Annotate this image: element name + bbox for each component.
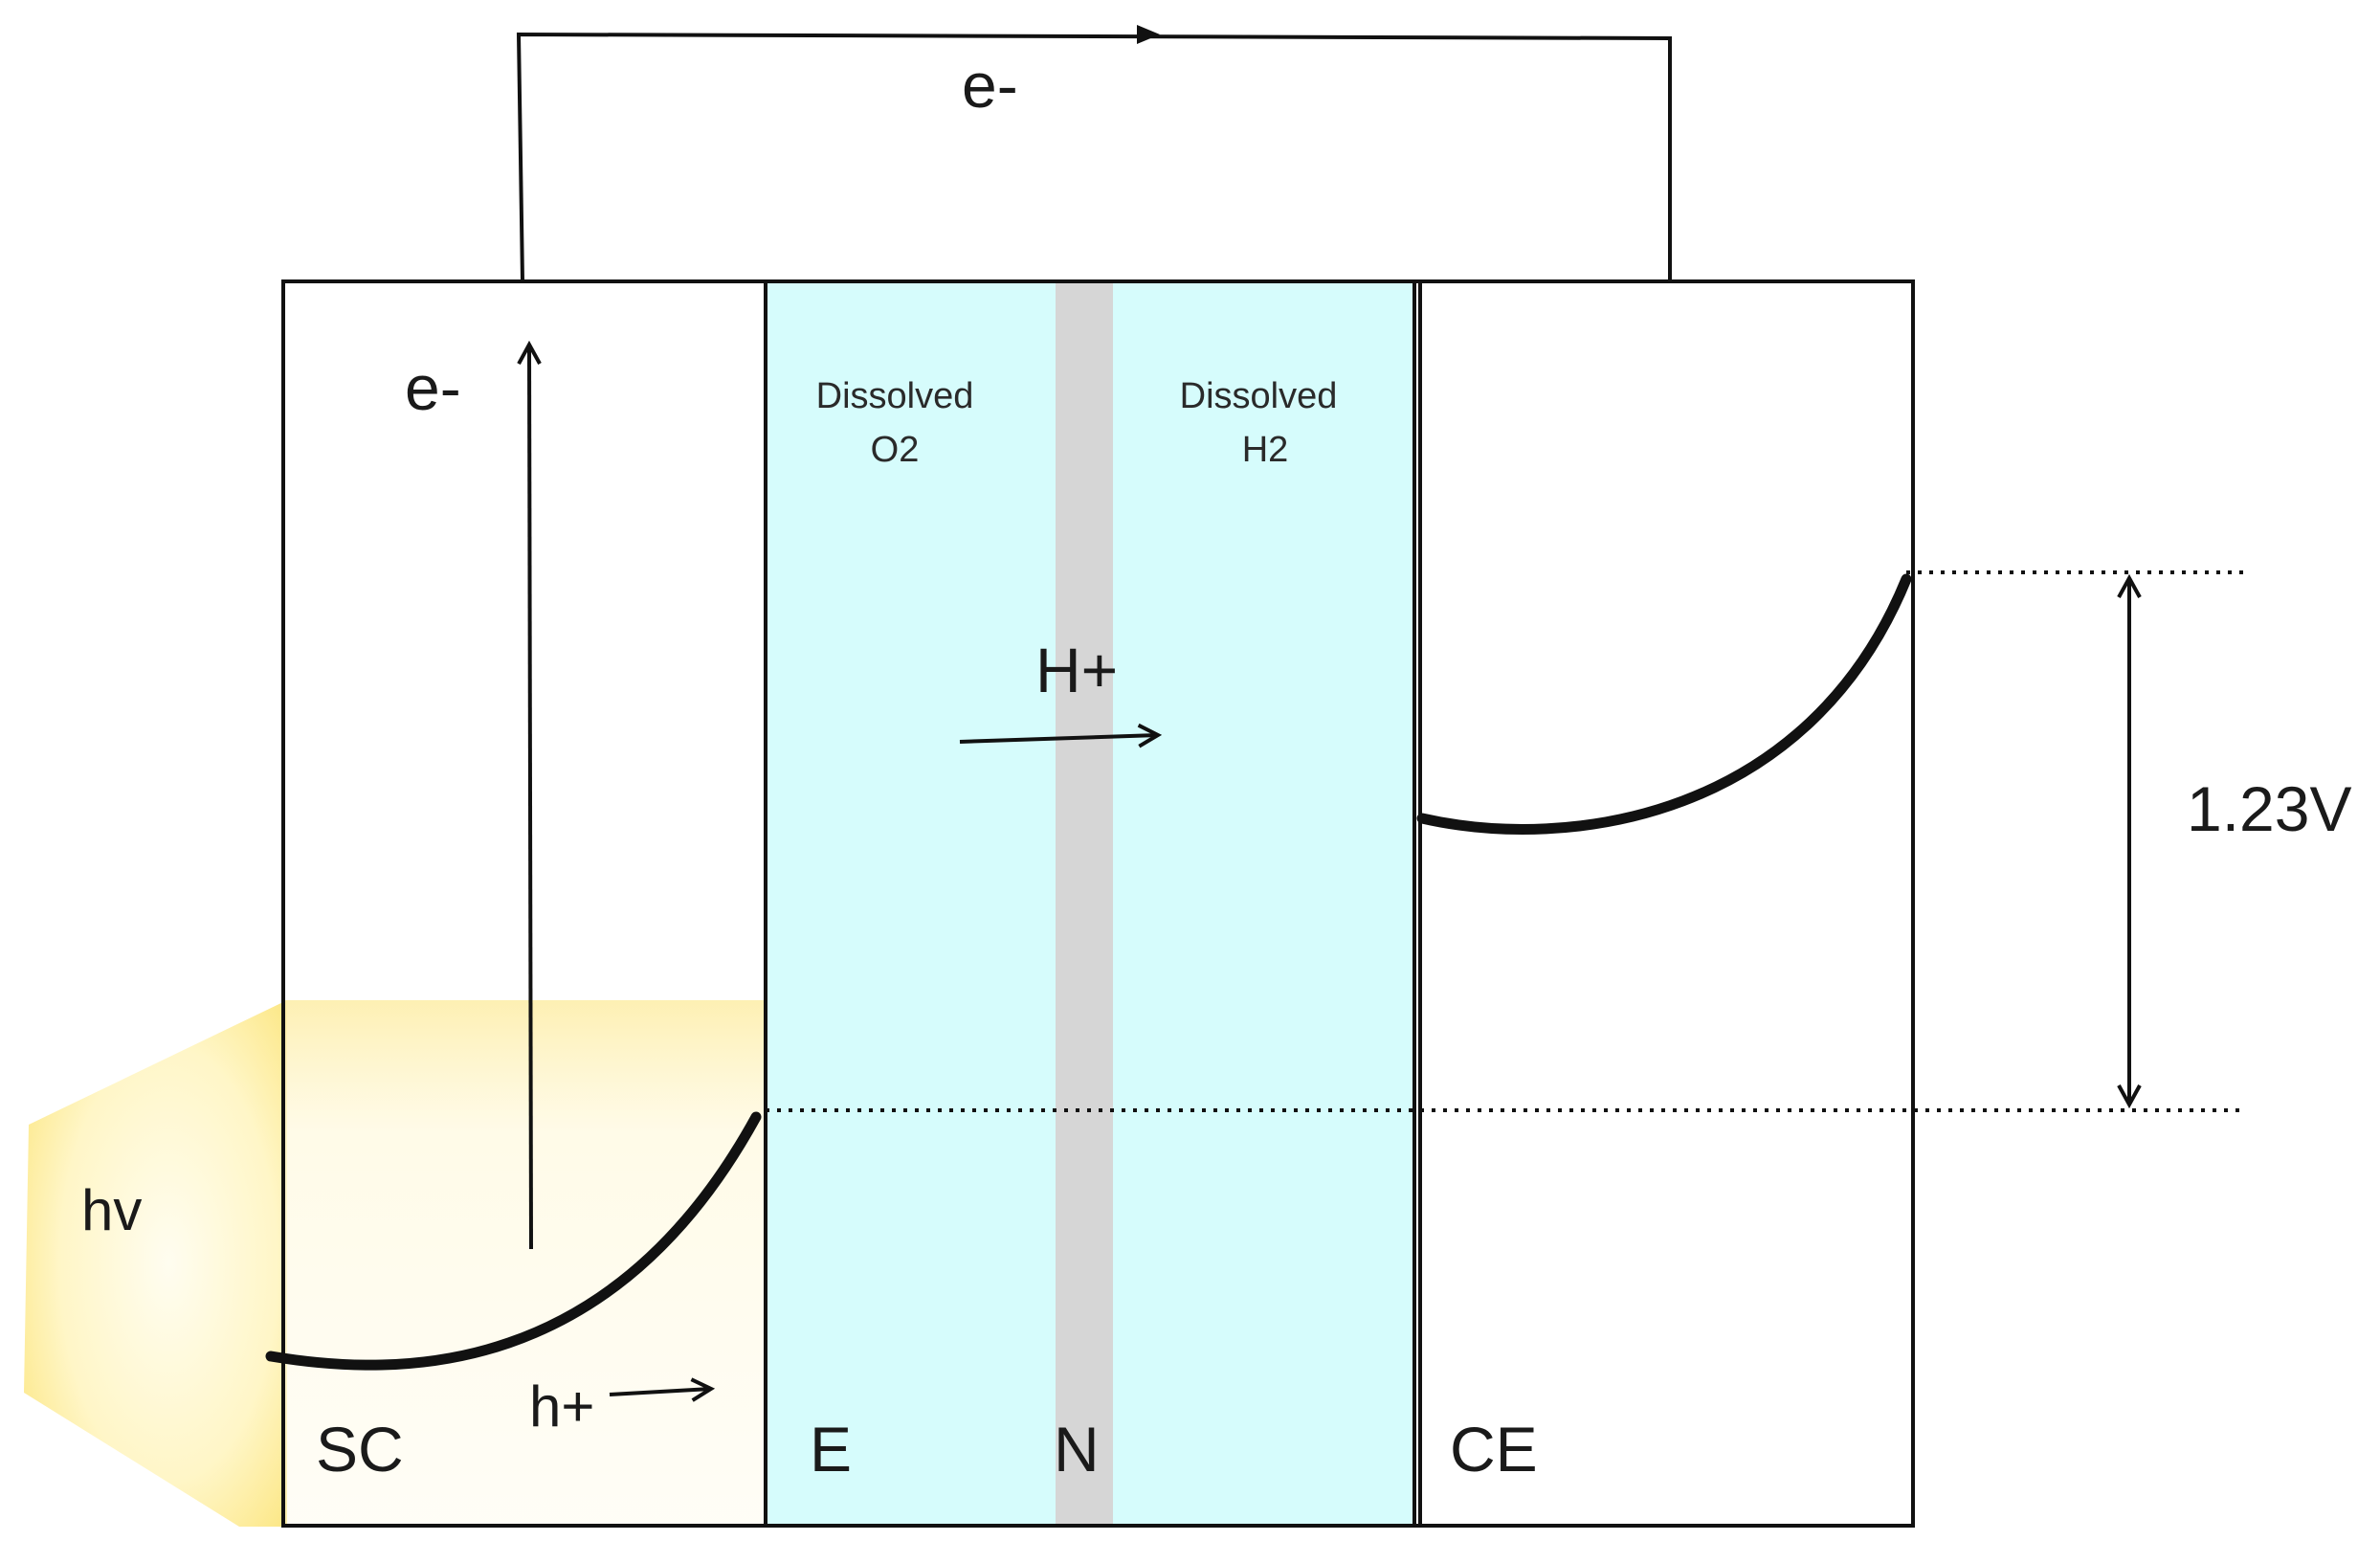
region-label-sc: SC	[316, 1414, 404, 1485]
electron-arrow	[529, 345, 531, 1250]
hole-arrow	[609, 1389, 711, 1395]
region-label-counter-electrode: CE	[1450, 1414, 1538, 1485]
top-electron-label: e-	[962, 50, 1018, 121]
species-left-line1: Dissolved	[816, 376, 974, 416]
semiconductor-box	[281, 279, 767, 1528]
incident-light	[24, 1000, 765, 1527]
species-left-line2: O2	[871, 430, 920, 470]
voltage-label: 1.23V	[2187, 773, 2351, 844]
counter-electrode-box	[1418, 279, 1915, 1528]
species-right-line1: Dissolved	[1180, 376, 1338, 416]
electrolyte-region-right	[1113, 281, 1413, 1526]
sc-electron-label: e-	[405, 352, 461, 423]
external-wire-arrow-icon	[1137, 25, 1160, 44]
proton-label: H+	[1035, 635, 1118, 705]
counter-electrode-band-curve	[1416, 573, 1912, 835]
hole-label: h+	[529, 1374, 594, 1439]
light-glow	[24, 1000, 287, 1527]
electrolyte-region-left	[766, 281, 1056, 1526]
region-label-electrolyte: E	[810, 1414, 852, 1485]
proton-arrow	[959, 735, 1158, 742]
external-circuit	[516, 25, 1672, 282]
external-wire	[516, 32, 1672, 282]
photon-label: hv	[81, 1178, 142, 1242]
membrane-bar	[1056, 281, 1113, 1526]
species-right-line2: H2	[1242, 430, 1289, 470]
illuminated-region	[281, 1000, 765, 1527]
region-label-membrane: N	[1054, 1414, 1100, 1485]
semiconductor-band-curve	[265, 1111, 762, 1371]
